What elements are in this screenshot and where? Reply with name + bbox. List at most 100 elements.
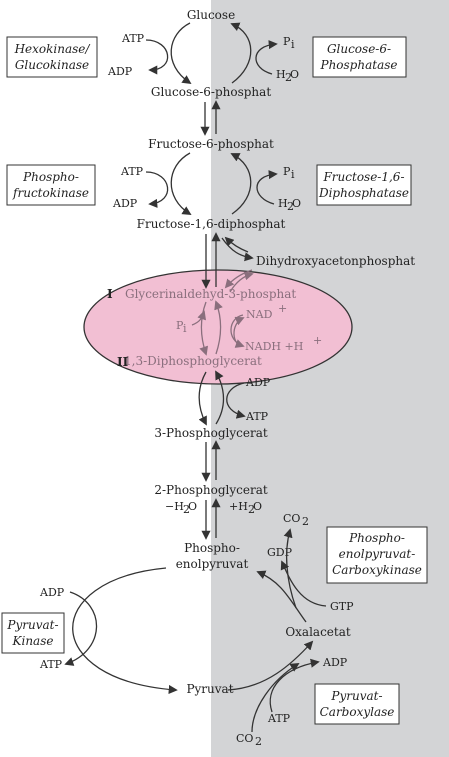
adp-label-pk: ADP	[39, 586, 65, 599]
svg-text:i: i	[291, 38, 295, 51]
svg-text:fructokinase: fructokinase	[12, 186, 89, 200]
adp-label-pfk: ADP	[112, 197, 138, 210]
gdp-label: GDP	[267, 546, 293, 559]
13-diphosphoglycerat-label: 1,3-Diphosphoglycerat	[124, 354, 262, 368]
arrow-h2o-to-pi-g6pase	[255, 40, 278, 75]
svg-text:NAD: NAD	[246, 308, 273, 321]
arrow-adp-to-atp-pgk	[226, 382, 246, 419]
svg-text:Hexokinase/: Hexokinase/	[14, 42, 92, 56]
svg-text:2: 2	[285, 71, 292, 84]
svg-text:Glucokinase: Glucokinase	[15, 58, 89, 72]
svg-text:Glucose-6-: Glucose-6-	[327, 42, 391, 56]
svg-text:O: O	[188, 500, 197, 513]
enzyme-box-pyruvat-carboxylase: Pyruvat- Carboxylase	[314, 683, 400, 725]
arrow-gap-to-dhap	[229, 271, 254, 293]
svg-text:Kinase: Kinase	[12, 634, 54, 648]
arrow-gtp-to-gdp	[280, 560, 327, 607]
phosphoenolpyruvat-label-line1: Phospho-	[184, 541, 240, 555]
triose-ellipse	[83, 269, 353, 385]
arrow-pep-to-pyruvat	[72, 567, 178, 694]
roman-two-marker: II	[117, 355, 129, 369]
arrow-atp-to-adp-hexokinase	[145, 39, 169, 75]
dihydroxyacetonphosphat-label: Dihydroxyacetonphosphat	[256, 254, 415, 268]
arrow-atp-to-adp-pfk	[145, 171, 169, 208]
arrow-3pg-to-bpg	[215, 370, 225, 425]
enzyme-box-pyruvat-kinase: Pyruvat- Kinase	[1, 612, 65, 654]
svg-text:Pyruvat-: Pyruvat-	[330, 689, 382, 703]
gtp-label: GTP	[330, 600, 354, 613]
arrow-dhap-to-f16bp	[224, 236, 249, 253]
minus-h2o-label: −H 2 O	[165, 500, 197, 516]
svg-text:Pyruvat-: Pyruvat-	[6, 618, 58, 632]
nad-plus-label: NAD +	[246, 302, 287, 321]
arrow-pyruvat-to-oxalacetat	[227, 640, 314, 691]
svg-text:P: P	[283, 35, 291, 48]
svg-text:Phospho-: Phospho-	[348, 531, 405, 545]
arrow-bpg-to-3pg	[198, 371, 207, 426]
nadh-h-plus-label: NADH +H +	[245, 334, 322, 353]
adp-label-hexokinase: ADP	[107, 65, 133, 78]
svg-text:Carboxykinase: Carboxykinase	[332, 563, 422, 577]
glucose-6-phosphat-label: Glucose-6-phosphat	[151, 85, 271, 99]
atp-label-pc: ATP	[267, 712, 291, 725]
arrow-g6p-to-glucose	[230, 22, 252, 84]
svg-text:CO: CO	[236, 732, 253, 745]
pyruvat-label: Pyruvat	[186, 682, 233, 696]
arrow-atp-to-adp-pc	[269, 658, 320, 713]
atp-label-hexokinase: ATP	[121, 32, 145, 45]
h2o-label-g6pase: H 2 O	[276, 68, 299, 84]
arrow-gap-to-bpg	[199, 301, 209, 356]
svg-text:−H: −H	[165, 500, 184, 513]
enzyme-box-hexokinase: Hexokinase/ Glucokinase	[6, 36, 98, 78]
arrow-co2-out-pepck	[283, 528, 297, 609]
svg-text:+H: +H	[229, 500, 248, 513]
h2o-label-fbpase: H 2 O	[278, 197, 301, 213]
3-phosphoglycerat-label: 3-Phosphoglycerat	[154, 426, 268, 440]
svg-text:Fructose-1,6-: Fructose-1,6-	[322, 170, 404, 184]
arrow-bpg-to-gap	[214, 300, 223, 355]
arrow-h2o-to-pi-fbpase	[256, 170, 278, 205]
svg-text:P: P	[176, 319, 184, 332]
svg-text:+: +	[313, 334, 322, 347]
arrow-f16bp-to-dhap	[221, 237, 254, 262]
atp-label-pk: ATP	[39, 658, 63, 671]
svg-text:O: O	[292, 197, 301, 210]
svg-text:2: 2	[302, 515, 309, 528]
co2-label-pc: CO 2	[236, 732, 262, 748]
svg-text:P: P	[283, 165, 291, 178]
svg-text:enolpyruvat-: enolpyruvat-	[339, 547, 416, 561]
adp-label-pc: ADP	[322, 656, 348, 669]
svg-text:Diphosphatase: Diphosphatase	[318, 186, 409, 200]
arrow-glucose-to-g6p	[170, 22, 192, 85]
svg-text:Phospho-: Phospho-	[22, 170, 79, 184]
svg-text:Phosphatase: Phosphatase	[320, 58, 398, 72]
arrow-oxalacetat-to-pep	[256, 570, 307, 623]
svg-text:i: i	[183, 322, 187, 335]
fructose-16-diphosphat-label: Fructose-1,6-diphosphat	[137, 217, 286, 231]
fructose-6-phosphat-label: Fructose-6-phosphat	[148, 137, 274, 151]
svg-text:+: +	[278, 302, 287, 315]
arrow-f6p-to-f16bp	[170, 152, 192, 215]
arrow-co2-in-pc	[251, 663, 300, 733]
svg-text:O: O	[290, 68, 299, 81]
pi-label-fbpase: P i	[283, 165, 295, 181]
2-phosphoglycerat-label: 2-Phosphoglycerat	[154, 483, 268, 497]
svg-text:Carboxylase: Carboxylase	[320, 705, 395, 719]
arrow-dhap-to-gap	[224, 269, 253, 289]
arrow-nadh-nad	[233, 316, 245, 347]
svg-text:i: i	[291, 168, 295, 181]
svg-text:2: 2	[255, 735, 262, 748]
phosphoenolpyruvat-label-line2: enolpyruvat	[176, 557, 249, 571]
svg-text:CO: CO	[283, 512, 300, 525]
svg-text:H: H	[278, 197, 288, 210]
pi-label-g6pase: P i	[283, 35, 295, 51]
svg-text:NADH +H: NADH +H	[245, 340, 303, 353]
enzyme-box-fructose-16-diphosphatase: Fructose-1,6- Diphosphatase	[316, 164, 412, 206]
plus-h2o-label: +H 2 O	[229, 500, 262, 516]
arrow-nad-nadh	[230, 314, 245, 348]
arrow-f16bp-to-f6p	[230, 153, 252, 215]
oxalacetat-label: Oxalacetat	[285, 625, 351, 639]
glucose-label: Glucose	[187, 8, 235, 22]
glycerinaldehyd-3-phosphat-label: Glycerinaldehyd-3-phosphat	[125, 287, 296, 301]
